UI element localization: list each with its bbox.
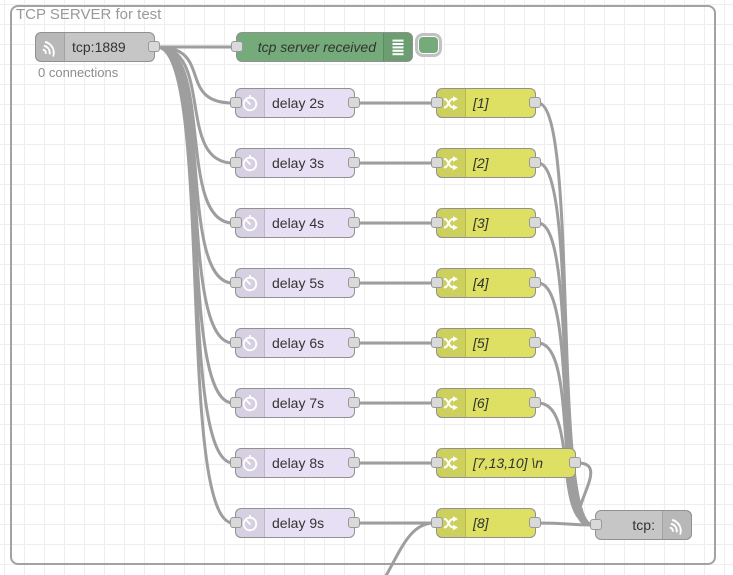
output-port[interactable] [348, 397, 360, 408]
wire[interactable] [155, 45, 235, 165]
output-port[interactable] [529, 217, 541, 228]
input-port[interactable] [431, 457, 443, 468]
node-label: tcp server received [257, 39, 376, 55]
output-port[interactable] [348, 277, 360, 288]
change-node[interactable]: [1] [431, 88, 541, 118]
debug-output-icon [383, 33, 412, 61]
broadcast-icon [36, 33, 65, 61]
node-label: delay 3s [272, 155, 325, 171]
group-label: TCP SERVER for test [16, 6, 162, 23]
wire[interactable] [576, 461, 595, 527]
node-label: [4] [473, 275, 489, 291]
output-port[interactable] [529, 517, 541, 528]
wire[interactable] [376, 521, 436, 575]
wire[interactable] [536, 521, 595, 527]
input-port[interactable] [431, 337, 443, 348]
node-label: delay 7s [272, 395, 325, 411]
broadcast-icon [662, 511, 691, 539]
input-port[interactable] [431, 97, 443, 108]
node-debug[interactable]: tcp server received [231, 32, 413, 62]
node-label: tcp: [632, 517, 655, 533]
output-port[interactable] [529, 97, 541, 108]
node-label: delay 2s [272, 95, 325, 111]
group-outline[interactable] [10, 5, 716, 565]
node-label: [7,13,10] \n [473, 455, 544, 471]
delay-node[interactable]: delay 6s [230, 328, 360, 358]
node-label: delay 9s [272, 515, 325, 531]
delay-node[interactable]: delay 2s [230, 88, 360, 118]
output-port[interactable] [529, 157, 541, 168]
delay-node[interactable]: delay 4s [230, 208, 360, 238]
node-label: delay 8s [272, 455, 325, 471]
input-port[interactable] [431, 217, 443, 228]
input-port[interactable] [230, 517, 242, 528]
shuffle-icon [437, 89, 466, 117]
delay-node[interactable]: delay 7s [230, 388, 360, 418]
change-node[interactable]: [2] [431, 148, 541, 178]
node-tcp-out[interactable]: tcp: [590, 510, 692, 540]
output-port[interactable] [348, 457, 360, 468]
node-label: tcp:1889 [72, 39, 126, 55]
output-port[interactable] [348, 337, 360, 348]
input-port[interactable] [590, 519, 602, 530]
delay-node[interactable]: delay 8s [230, 448, 360, 478]
shuffle-icon [437, 509, 466, 537]
output-port[interactable] [348, 97, 360, 108]
change-node[interactable]: [7,13,10] \n [431, 448, 581, 478]
output-port[interactable] [348, 157, 360, 168]
output-port[interactable] [569, 457, 581, 468]
node-label: [1] [473, 95, 489, 111]
input-port[interactable] [230, 97, 242, 108]
node-label: [5] [473, 335, 489, 351]
node-label: delay 6s [272, 335, 325, 351]
node-label: delay 4s [272, 215, 325, 231]
output-port[interactable] [529, 337, 541, 348]
shuffle-icon [437, 389, 466, 417]
output-port[interactable] [148, 41, 160, 52]
wire[interactable] [536, 221, 595, 527]
input-port[interactable] [230, 217, 242, 228]
input-port[interactable] [230, 277, 242, 288]
node-status: 0 connections [38, 65, 119, 80]
input-port[interactable] [231, 41, 243, 52]
input-port[interactable] [431, 397, 443, 408]
input-port[interactable] [230, 457, 242, 468]
node-label: [2] [473, 155, 489, 171]
input-port[interactable] [230, 337, 242, 348]
delay-node[interactable]: delay 3s [230, 148, 360, 178]
wire[interactable] [155, 45, 235, 105]
debug-toggle-button[interactable] [415, 33, 442, 57]
node-tcp-in[interactable]: tcp:1889 [35, 32, 160, 62]
delay-node[interactable]: delay 9s [230, 508, 360, 538]
output-port[interactable] [348, 217, 360, 228]
node-label: [6] [473, 395, 489, 411]
output-port[interactable] [529, 277, 541, 288]
input-port[interactable] [230, 157, 242, 168]
output-port[interactable] [348, 517, 360, 528]
change-node[interactable]: [5] [431, 328, 541, 358]
change-node[interactable]: [3] [431, 208, 541, 238]
input-port[interactable] [431, 517, 443, 528]
node-label: [3] [473, 215, 489, 231]
change-node[interactable]: [4] [431, 268, 541, 298]
debug-toggle-fill [419, 37, 438, 53]
input-port[interactable] [230, 397, 242, 408]
delay-node[interactable]: delay 5s [230, 268, 360, 298]
change-node[interactable]: [8] [431, 508, 541, 538]
input-port[interactable] [431, 277, 443, 288]
input-port[interactable] [431, 157, 443, 168]
wire[interactable] [155, 45, 235, 525]
change-node[interactable]: [6] [431, 388, 541, 418]
node-label: delay 5s [272, 275, 325, 291]
node-label: [8] [473, 515, 489, 531]
output-port[interactable] [529, 397, 541, 408]
